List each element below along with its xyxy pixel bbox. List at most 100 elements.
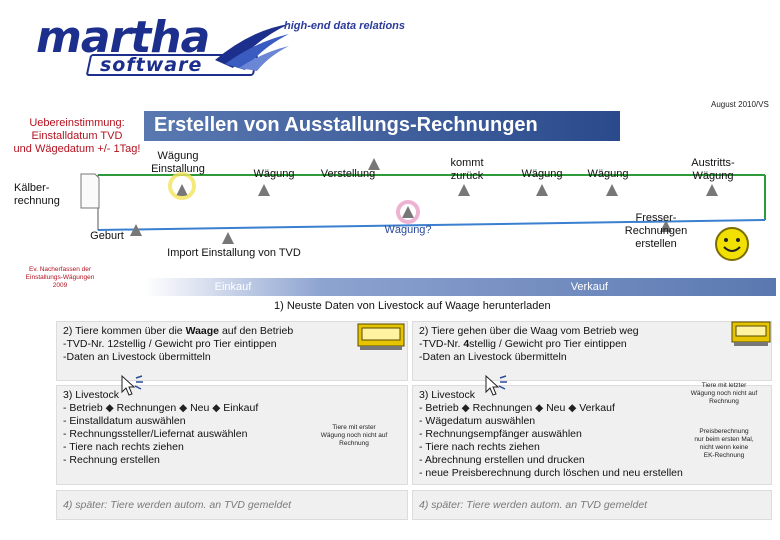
label-fresser-line2: Rechnungen bbox=[624, 225, 688, 237]
right-note2-line2: nur beim ersten Mal, bbox=[694, 436, 754, 443]
matching-note: Uebereinstimmung: Einstalldatum TVD und … bbox=[4, 117, 150, 156]
left-step2-line1: 2) Tiere kommen über die Waage auf den B… bbox=[63, 325, 401, 338]
left-step4-text: 4) später: Tiere werden autom. an TVD ge… bbox=[63, 498, 292, 511]
label-austritts-line1: Austritts- bbox=[691, 157, 735, 169]
right-note-price-calc: Preisberechnung nur beim ersten Mal, nic… bbox=[676, 428, 772, 460]
matching-note-line3: und Wägedatum +/- 1Tag! bbox=[13, 143, 141, 155]
document-date: August 2010/VS bbox=[711, 100, 769, 109]
left-step2-line1-b: Waage bbox=[185, 325, 220, 337]
step1-text: 1) Neuste Daten von Livestock auf Waage … bbox=[274, 300, 551, 312]
label-nacherfassen-line1: Ev. Nacherfassen der bbox=[28, 266, 92, 273]
left-step3-line2: - Rechnungssteller/Liefernat auswählen bbox=[63, 428, 248, 440]
page-title: Erstellen von Ausstallungs-Rechnungen bbox=[154, 114, 538, 136]
left-note-line2: Wägung noch nicht auf bbox=[320, 432, 388, 439]
right-step2-panel: 2) Tiere gehen über die Waag vom Betrieb… bbox=[412, 321, 772, 381]
label-verstellung: Verstellung bbox=[320, 168, 376, 180]
left-step4-panel: 4) später: Tiere werden autom. an TVD ge… bbox=[56, 490, 408, 520]
label-kommt-zurueck-line2: zurück bbox=[450, 170, 484, 182]
right-step2-line2-c: stellig / Gewicht pro Tier eintippen bbox=[469, 338, 627, 350]
right-step2-line2-b: 4 bbox=[463, 338, 470, 350]
right-step4-panel: 4) später: Tiere werden autom. an TVD ge… bbox=[412, 490, 772, 520]
left-note-line1: Tiere mit erster bbox=[332, 424, 376, 431]
right-step2-line2-a: -TVD-Nr. bbox=[419, 338, 464, 350]
marker-geburt bbox=[130, 224, 142, 236]
left-step2-line2: -TVD-Nr. 12stellig / Gewicht pro Tier ei… bbox=[63, 338, 277, 350]
left-step3-panel: 3) Livestock - Betrieb ◆ Rechnungen ◆ Ne… bbox=[56, 385, 408, 485]
right-path-rechnungen: Rechnungen bbox=[469, 402, 536, 414]
label-fresser-line3: erstellen bbox=[635, 238, 677, 250]
label-kommt-zurueck-line1: kommt bbox=[450, 157, 484, 169]
right-path-diamond1: ◆ bbox=[461, 402, 470, 414]
left-note-line3: Rechnung bbox=[339, 440, 369, 447]
right-step2-line2: -TVD-Nr. 4stellig / Gewicht pro Tier ein… bbox=[419, 338, 765, 351]
left-path-diamond2: ◆ bbox=[179, 402, 188, 414]
right-step3-line1: - Wägedatum auswählen bbox=[419, 415, 536, 427]
marker-austritts bbox=[706, 184, 718, 196]
click-cursor-icon bbox=[485, 374, 507, 396]
right-step3-line3: - Tiere nach rechts ziehen bbox=[419, 441, 540, 453]
right-step4-text: 4) später: Tiere werden autom. an TVD ge… bbox=[419, 498, 648, 511]
kaelber-line2: rechnung bbox=[14, 195, 60, 207]
right-path-verkauf: Verkauf bbox=[576, 402, 615, 414]
label-austritts: Austritts- Wägung bbox=[680, 157, 746, 183]
left-step2-line3: -Daten an Livestock übermitteln bbox=[63, 351, 211, 363]
label-fresser-line1: Fresser- bbox=[635, 212, 677, 224]
left-step3-path: - Betrieb ◆ Rechnungen ◆ Neu ◆ Einkauf bbox=[63, 402, 401, 415]
left-step2-line1-a: 2) Tiere kommen über die bbox=[63, 325, 186, 337]
marker-waegung2 bbox=[536, 184, 548, 196]
phase-einkauf: Einkauf bbox=[144, 278, 322, 296]
label-waegung-einstallung-line2: Einstallung bbox=[151, 163, 205, 175]
phase-einkauf-label: Einkauf bbox=[214, 281, 252, 293]
logo-word-software: software bbox=[100, 54, 203, 76]
right-step2-line3: -Daten an Livestock übermitteln bbox=[419, 351, 567, 363]
timeline-blue-line bbox=[97, 219, 766, 231]
right-note2-line4: EK-Rechnung bbox=[703, 452, 745, 459]
right-step3-line4: - Abrechnung erstellen und drucken bbox=[419, 454, 585, 466]
label-fresser: Fresser- Rechnungen erstellen bbox=[620, 212, 692, 251]
label-waegung1: Wägung bbox=[253, 168, 295, 180]
label-waegung3: Wägung bbox=[587, 168, 629, 180]
right-path-diamond2: ◆ bbox=[535, 402, 544, 414]
left-path-einkauf: Einkauf bbox=[220, 402, 259, 414]
right-path-betrieb: - Betrieb bbox=[419, 402, 462, 414]
left-path-diamond3: ◆ bbox=[212, 402, 221, 414]
right-note1-line3: Rechnung bbox=[709, 398, 739, 405]
logo-swoosh-icon bbox=[215, 24, 289, 71]
left-step2-panel: 2) Tiere kommen über die Waage auf den B… bbox=[56, 321, 408, 381]
phase-verkauf: Verkauf bbox=[322, 278, 776, 296]
right-note2-line3: nicht wenn keine bbox=[699, 444, 749, 451]
logo-tagline: high-end data relations bbox=[284, 20, 406, 32]
label-nacherfassen-line3: 2009 bbox=[52, 282, 68, 289]
marker-import bbox=[222, 232, 234, 244]
kaelber-label: Kälber- rechnung bbox=[14, 182, 74, 208]
right-note-last-weighing: Tiere mit letzter Wägung noch nicht auf … bbox=[676, 382, 772, 406]
right-path-neu: Neu bbox=[543, 402, 569, 414]
right-note1-line2: Wägung noch nicht auf bbox=[690, 390, 758, 397]
left-step3-line3: - Tiere nach rechts ziehen bbox=[63, 441, 184, 453]
marker-waegung-q bbox=[402, 206, 414, 218]
label-austritts-line2: Wägung bbox=[692, 170, 734, 182]
kaelber-line1: Kälber- bbox=[14, 182, 50, 194]
timeline-markers bbox=[130, 158, 718, 244]
highlight-waegung-q bbox=[396, 200, 420, 224]
left-note-first-weighing: Tiere mit erster Wägung noch nicht auf R… bbox=[312, 424, 396, 448]
label-waegung-einstallung-line1: Wägung bbox=[157, 150, 199, 162]
smiley-face-icon bbox=[715, 227, 749, 261]
right-step3-panel: 3) Livestock - Betrieb ◆ Rechnungen ◆ Ne… bbox=[412, 385, 772, 485]
right-step3-title: 3) Livestock bbox=[419, 389, 476, 401]
logo: martha software bbox=[36, 12, 289, 80]
label-waegung-q: Wägung? bbox=[384, 224, 432, 236]
right-note1-line1: Tiere mit letzter bbox=[701, 382, 747, 389]
marker-verstellung bbox=[368, 158, 380, 170]
label-kommt-zurueck: kommt zurück bbox=[440, 157, 494, 183]
marker-waegung3 bbox=[606, 184, 618, 196]
animal-scale-icon bbox=[731, 321, 771, 346]
invoice-document-icon bbox=[80, 173, 100, 209]
title-banner: Erstellen von Ausstallungs-Rechnungen bbox=[144, 111, 620, 141]
left-step3-title: 3) Livestock bbox=[63, 389, 120, 401]
label-waegung-einstallung: Wägung Einstallung bbox=[142, 150, 214, 176]
animal-scale-icon bbox=[357, 323, 405, 350]
left-step2-line1-c: auf den Betrieb bbox=[219, 325, 294, 337]
right-path-diamond3: ◆ bbox=[568, 402, 577, 414]
left-path-neu: Neu bbox=[187, 402, 213, 414]
